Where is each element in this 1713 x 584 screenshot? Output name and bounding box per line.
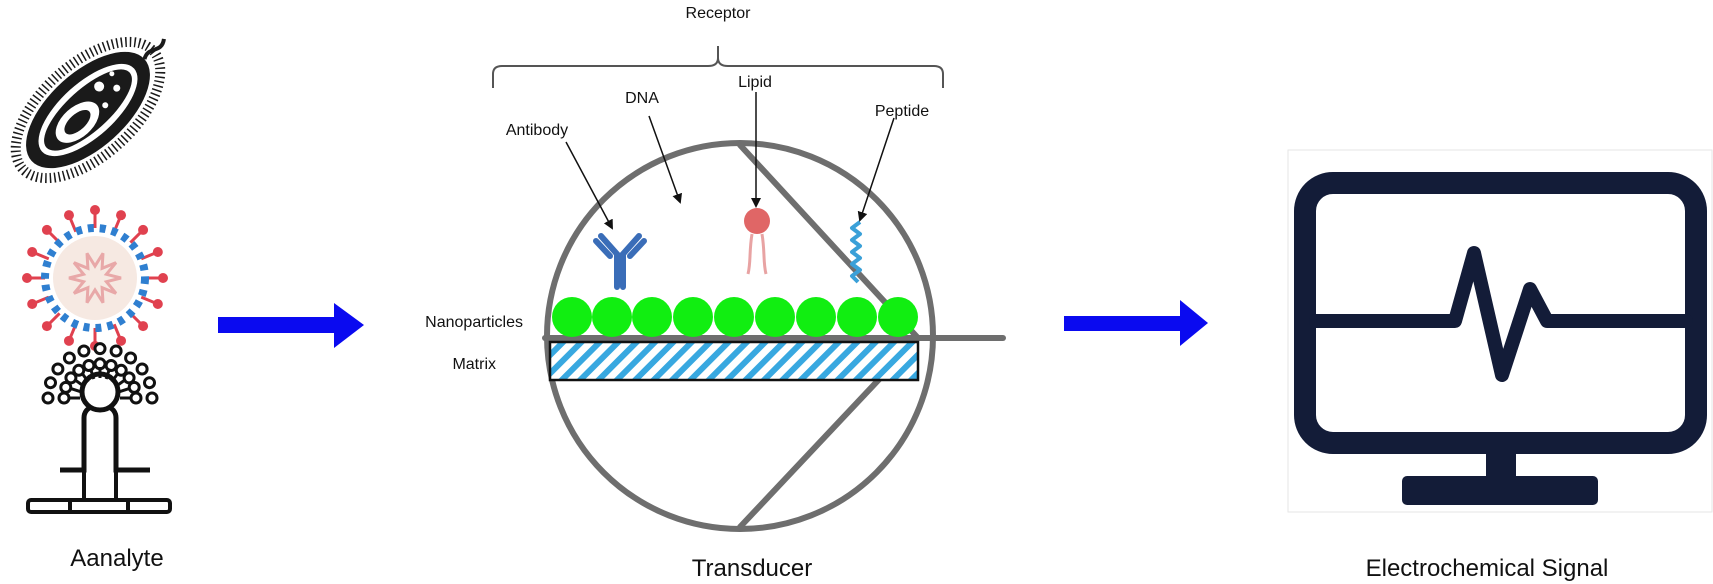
peptide-label: Peptide bbox=[875, 103, 929, 120]
virus-icon bbox=[22, 205, 168, 351]
nanoparticle bbox=[796, 297, 836, 337]
antibody-label: Antibody bbox=[506, 122, 568, 139]
nanoparticle bbox=[878, 297, 918, 337]
lipid-icon bbox=[744, 208, 770, 275]
lipid-label: Lipid bbox=[738, 74, 772, 91]
receptor-brace bbox=[492, 46, 944, 88]
matrix-layer bbox=[548, 340, 920, 382]
nanoparticles-label: Nanoparticles bbox=[425, 314, 523, 331]
nanoparticle bbox=[592, 297, 632, 337]
dna-label: DNA bbox=[625, 90, 659, 107]
analyte-label: Aanalyte bbox=[70, 545, 163, 572]
nanoparticle bbox=[632, 297, 672, 337]
nanoparticle bbox=[552, 297, 592, 337]
nanoparticle bbox=[837, 297, 877, 337]
bacterium-icon bbox=[10, 36, 166, 184]
transducer-label: Transducer bbox=[692, 555, 813, 582]
nanoparticle bbox=[755, 297, 795, 337]
antibody-icon bbox=[593, 233, 647, 290]
nanoparticles-row bbox=[552, 297, 918, 337]
nanoparticle bbox=[714, 297, 754, 337]
receptor-pointers bbox=[565, 92, 895, 230]
flow-arrow-1 bbox=[218, 303, 364, 348]
receptor-label: Receptor bbox=[686, 5, 752, 22]
nanoparticle bbox=[673, 297, 713, 337]
matrix-label: Matrix bbox=[452, 356, 496, 373]
flow-arrow-2 bbox=[1064, 300, 1208, 346]
fungus-icon bbox=[26, 342, 172, 514]
signal-label: Electrochemical Signal bbox=[1366, 555, 1609, 582]
peptide-icon bbox=[850, 220, 862, 284]
monitor-heartbeat-icon bbox=[1287, 149, 1713, 513]
